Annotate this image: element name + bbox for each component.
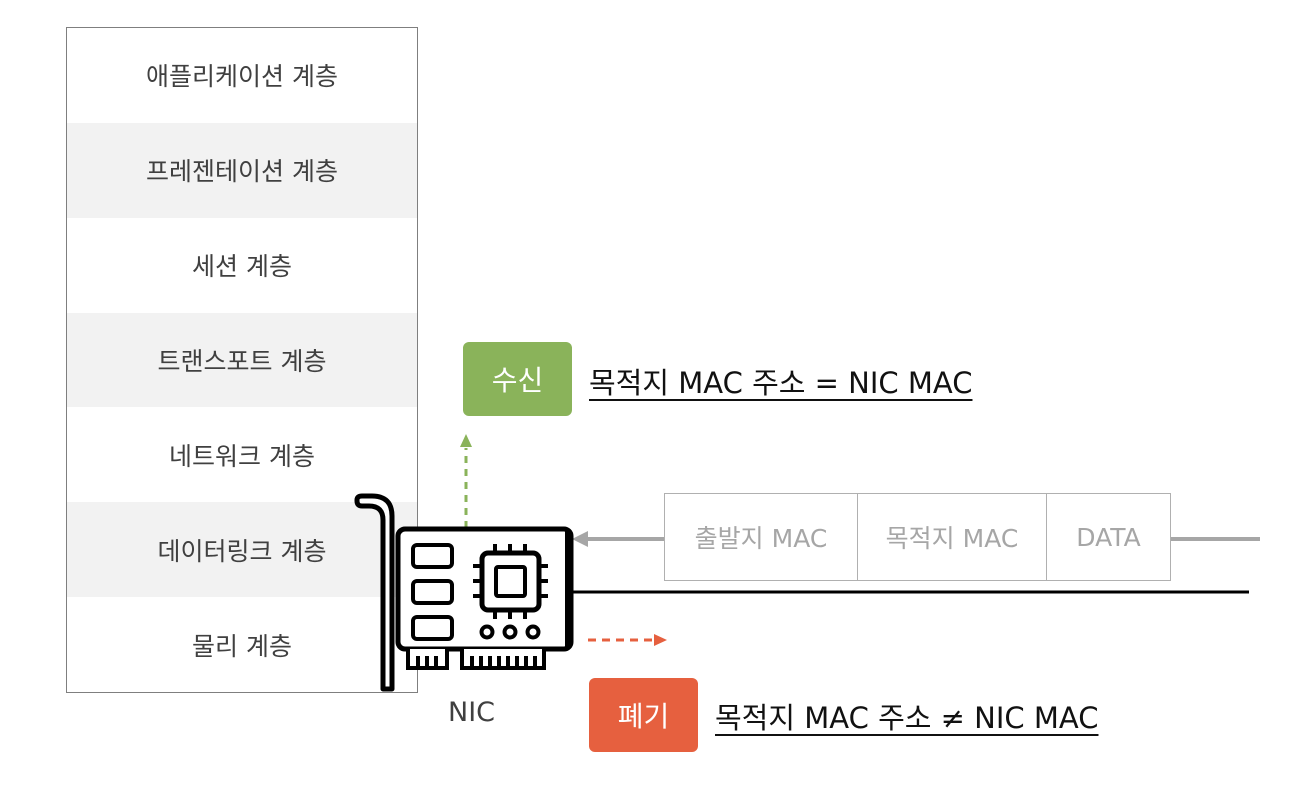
nic-led-1 bbox=[479, 624, 495, 640]
receive-condition: 목적지 MAC 주소 = NIC MAC bbox=[589, 366, 973, 400]
frame-field-source-mac: 출발지 MAC bbox=[665, 494, 858, 580]
nic-chip-inner bbox=[494, 565, 527, 598]
nic-bracket bbox=[354, 493, 395, 692]
nic-chip-pins bbox=[473, 544, 548, 619]
nic-card-icon bbox=[354, 493, 574, 692]
receive-badge: 수신 bbox=[463, 342, 572, 416]
layer-application: 애플리케이션 계층 bbox=[67, 28, 417, 123]
layer-transport: 트랜스포트 계층 bbox=[67, 312, 417, 408]
nic-led-3 bbox=[525, 624, 541, 640]
nic-port-1 bbox=[411, 543, 454, 569]
incoming-arrow-head bbox=[572, 531, 588, 547]
nic-edge bbox=[565, 531, 572, 647]
nic-port-3 bbox=[411, 615, 454, 641]
ethernet-frame: 출발지 MAC 목적지 MAC DATA bbox=[664, 493, 1171, 581]
layer-presentation: 프레젠테이션 계층 bbox=[67, 122, 417, 218]
frame-field-destination-mac: 목적지 MAC bbox=[858, 494, 1047, 580]
nic-led-2 bbox=[502, 624, 518, 640]
nic-connector-fingers bbox=[406, 649, 546, 670]
nic-port-2 bbox=[411, 579, 454, 605]
nic-label: NIC bbox=[448, 697, 496, 728]
receive-arrow-head bbox=[460, 434, 472, 447]
layer-physical: 물리 계층 bbox=[67, 597, 417, 693]
frame-field-data: DATA bbox=[1076, 522, 1141, 552]
layer-network: 네트워크 계층 bbox=[67, 407, 417, 503]
layer-datalink: 데이터링크 계층 bbox=[67, 502, 417, 598]
discard-condition: 목적지 MAC 주소 ≠ NIC MAC bbox=[715, 701, 1099, 735]
discard-badge: 폐기 bbox=[589, 678, 698, 752]
layer-session: 세션 계층 bbox=[67, 217, 417, 313]
osi-layer-stack: 애플리케이션 계층 프레젠테이션 계층 세션 계층 트랜스포트 계층 네트워크 … bbox=[66, 27, 418, 693]
discard-arrow-head bbox=[654, 634, 667, 646]
